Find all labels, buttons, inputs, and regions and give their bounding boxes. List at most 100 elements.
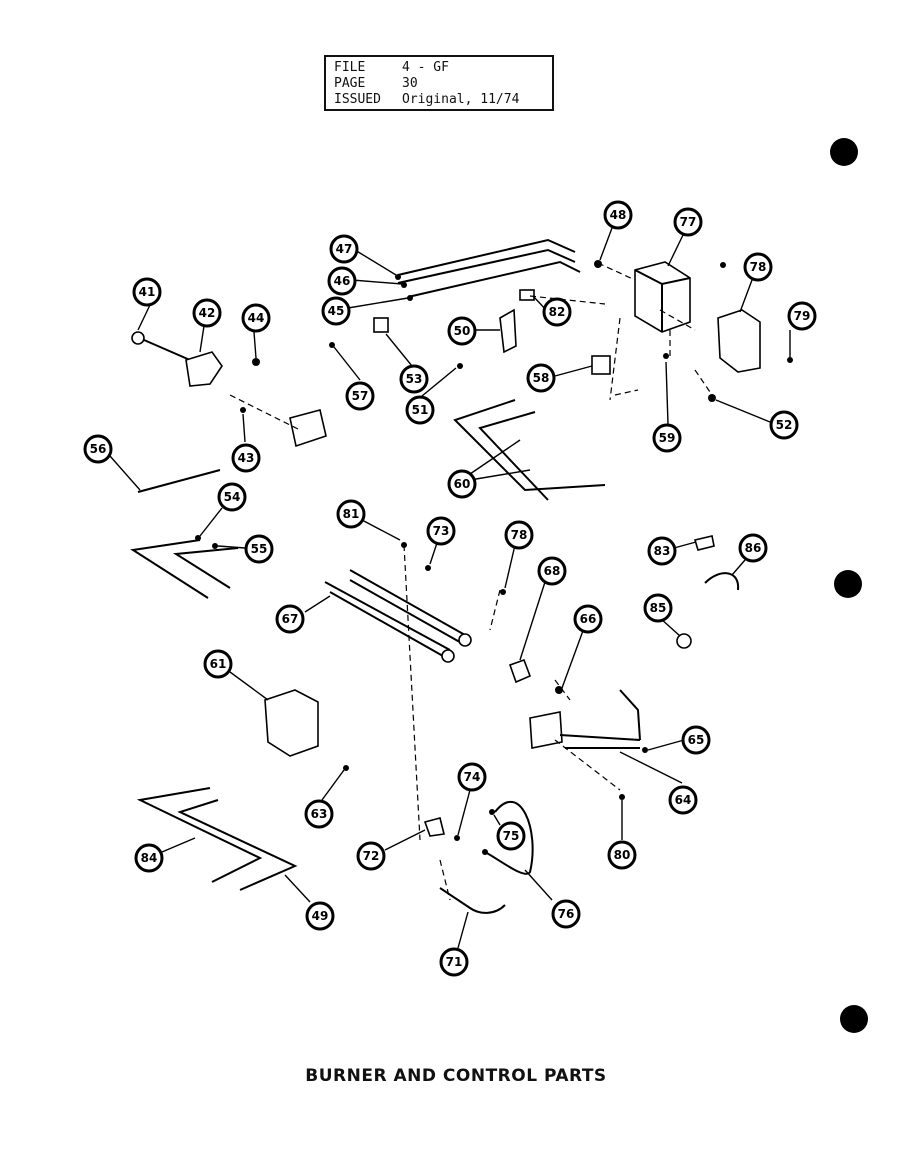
callout-86-label: 86 [745,541,762,555]
page-label: PAGE [334,76,366,91]
callout-83-label: 83 [654,544,671,558]
callout-73: 73 [426,516,456,546]
part-valve-72 [423,817,445,837]
callout-52: 52 [769,410,799,440]
part-fitting-83 [693,535,715,551]
callout-48-label: 48 [610,208,627,222]
leader-lines [109,227,791,949]
callout-76-label: 76 [558,907,575,921]
page-value: 30 [402,76,418,91]
callout-61: 61 [203,649,233,679]
part-rod-56 [137,469,221,493]
callout-71: 71 [439,947,469,977]
callout-59: 59 [652,423,682,453]
callout-64-label: 64 [675,793,692,807]
part-connector-82 [519,289,535,301]
part-tubing-47-46 [397,238,581,298]
callout-58: 58 [526,363,556,393]
callout-42-label: 42 [199,306,216,320]
callout-41: 41 [132,277,162,307]
callout-49: 49 [305,901,335,931]
callout-54-label: 54 [224,490,241,504]
part-control-61 [264,689,319,757]
callout-47: 47 [329,234,359,264]
callout-65: 65 [681,725,711,755]
callout-46: 46 [327,266,357,296]
callout-60: 60 [447,469,477,499]
callout-76: 76 [551,899,581,929]
callout-64: 64 [668,785,698,815]
part-thermocouple-71 [439,887,506,914]
file-value: 4 - GF [402,60,449,75]
callout-57-label: 57 [352,389,369,403]
callout-78-cover-label: 78 [750,260,767,274]
page-title: BURNER AND CONTROL PARTS [305,1066,607,1086]
part-orifice-68 [508,658,532,684]
callout-67: 67 [275,604,305,634]
part-valve-42 [131,331,327,448]
callout-43: 43 [231,443,261,473]
callout-82-label: 82 [549,305,566,319]
callout-50: 50 [447,316,477,346]
callout-44: 44 [241,303,271,333]
callout-47-label: 47 [336,242,353,256]
callout-79: 79 [787,301,817,331]
callout-56-label: 56 [90,442,107,456]
callout-66-label: 66 [580,612,597,626]
callout-66: 66 [573,604,603,634]
callout-85-label: 85 [650,601,667,615]
callout-84: 84 [134,843,164,873]
callout-55-label: 55 [251,542,268,556]
callout-78-cover: 78 [743,252,773,282]
callout-49-label: 49 [312,909,329,923]
callout-77: 77 [673,207,703,237]
file-label: FILE [334,60,366,75]
callout-67-label: 67 [282,612,299,626]
callout-75: 75 [496,821,526,851]
callout-50-label: 50 [454,324,471,338]
issued-label: ISSUED [334,92,381,107]
callout-80-label: 80 [614,848,631,862]
callout-72-label: 72 [363,849,380,863]
part-block-53 [373,317,389,333]
callout-68: 68 [537,556,567,586]
callout-46-label: 46 [334,274,351,288]
callout-77-label: 77 [680,215,697,229]
callout-81: 81 [336,499,366,529]
callout-61-label: 61 [210,657,227,671]
callout-63: 63 [304,799,334,829]
callout-78-screw: 78 [504,520,534,550]
part-cover-78 [717,309,761,373]
callout-43-label: 43 [238,451,255,465]
callout-75-label: 75 [503,829,520,843]
callout-78-screw-label: 78 [511,528,528,542]
callout-58-label: 58 [533,371,550,385]
assembly-line [229,262,711,901]
callout-74-label: 74 [464,770,481,784]
callout-41-label: 41 [139,285,156,299]
callout-81-label: 81 [343,507,360,521]
callout-71-label: 71 [446,955,463,969]
callout-80: 80 [607,840,637,870]
callout-65-label: 65 [688,733,705,747]
part-bracket-64 [529,689,641,749]
binder-hole-top [830,138,858,166]
callout-55: 55 [244,534,274,564]
callout-73-label: 73 [433,524,450,538]
callout-53: 53 [399,364,429,394]
callout-45: 45 [321,296,351,326]
callout-68-label: 68 [544,564,561,578]
callout-54: 54 [217,482,247,512]
part-relay-58 [591,355,611,375]
callout-48: 48 [603,200,633,230]
callout-53-label: 53 [406,372,423,386]
callout-82: 82 [542,297,572,327]
callout-57: 57 [345,381,375,411]
callout-45-label: 45 [328,304,345,318]
part-tube-84-49 [136,787,298,891]
small-fasteners [195,260,793,855]
part-wire-86 [704,572,740,591]
part-control-box-77 [634,261,691,333]
